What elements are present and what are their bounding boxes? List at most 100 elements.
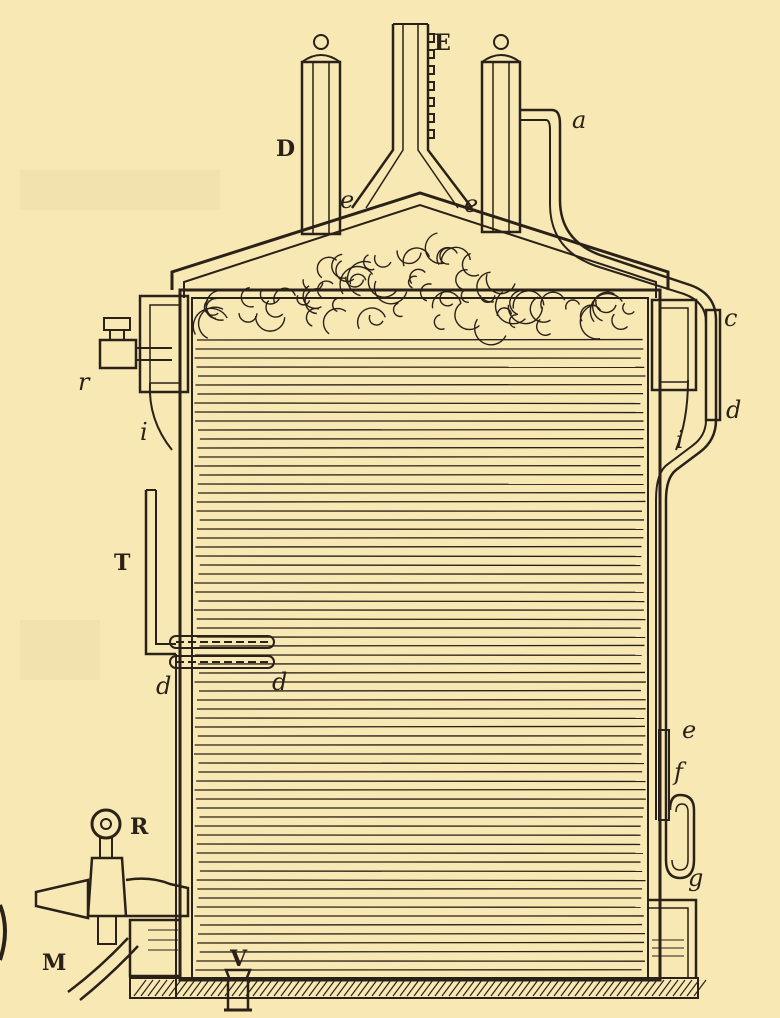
label-R: R bbox=[130, 814, 149, 840]
hatch-line bbox=[378, 979, 392, 997]
hatch-line bbox=[196, 979, 210, 997]
hatch-line bbox=[483, 979, 497, 997]
hatch-line bbox=[609, 979, 623, 997]
hatch-line bbox=[511, 979, 525, 997]
foam-curl bbox=[433, 314, 445, 330]
label-V: V bbox=[229, 946, 248, 972]
hatch-line bbox=[567, 979, 581, 997]
hatch-line bbox=[210, 979, 224, 997]
vessel-roof bbox=[170, 191, 670, 298]
thermometer-t bbox=[144, 489, 275, 998]
hatch-line bbox=[630, 979, 644, 997]
foam-curl bbox=[238, 313, 258, 323]
foam-curl bbox=[339, 265, 374, 295]
foam-curl bbox=[368, 314, 384, 326]
hatch-line bbox=[203, 979, 217, 997]
hatch-line bbox=[280, 979, 294, 997]
foam-curl bbox=[322, 307, 347, 335]
foam-curl bbox=[512, 290, 545, 309]
foam-curl bbox=[476, 271, 494, 303]
foam-curl bbox=[304, 288, 319, 315]
funnel-notch bbox=[428, 49, 435, 59]
hatch-line bbox=[252, 979, 266, 997]
hatch-line bbox=[413, 979, 427, 997]
label-g: g bbox=[688, 864, 703, 892]
hatch-line bbox=[448, 979, 462, 997]
funnel-notch bbox=[428, 129, 435, 139]
hatch-line bbox=[462, 979, 476, 997]
label-i-left: i bbox=[140, 418, 148, 446]
hatch-line bbox=[665, 979, 679, 997]
hatch-line bbox=[343, 979, 357, 997]
foam-curl bbox=[346, 260, 372, 297]
liquid-line bbox=[196, 500, 646, 503]
label-e-right: e bbox=[464, 190, 478, 218]
funnel-notch bbox=[428, 81, 435, 91]
liquid-line bbox=[196, 879, 646, 882]
hatch-line bbox=[189, 979, 203, 997]
foam-curl bbox=[436, 246, 458, 266]
label-d-right: d bbox=[726, 396, 741, 424]
hatch-line bbox=[469, 979, 483, 997]
liquid-line bbox=[199, 950, 643, 953]
foam-curl bbox=[540, 291, 566, 309]
foam-curl bbox=[611, 313, 629, 331]
edge-fragment bbox=[0, 904, 7, 961]
foam-curl bbox=[259, 290, 281, 305]
foam-curl bbox=[316, 256, 338, 279]
hatch-line bbox=[287, 979, 301, 997]
base-plate bbox=[129, 977, 707, 999]
hatch-line bbox=[308, 979, 322, 997]
label-c: c bbox=[724, 304, 737, 332]
foam-curl bbox=[254, 315, 286, 332]
liquid-line bbox=[198, 600, 645, 603]
hatch-line bbox=[637, 979, 651, 997]
hatch-line bbox=[693, 979, 707, 997]
hatch-line bbox=[273, 979, 287, 997]
foam-curl bbox=[508, 314, 517, 329]
hatch-line bbox=[504, 979, 518, 997]
hatch-line bbox=[175, 979, 189, 997]
hatch-line bbox=[336, 979, 350, 997]
hatch-line bbox=[546, 979, 560, 997]
foam-curl bbox=[205, 297, 217, 320]
hatch-line bbox=[357, 979, 371, 997]
hatch-line bbox=[581, 979, 595, 997]
funnel-e bbox=[350, 23, 473, 209]
foam-curl bbox=[192, 307, 228, 335]
hatch-line bbox=[644, 979, 658, 997]
hatch-line bbox=[231, 979, 245, 997]
foam-curl bbox=[409, 268, 426, 285]
hatch-line bbox=[147, 979, 161, 997]
hatch-line bbox=[497, 979, 511, 997]
pipe-a bbox=[520, 108, 718, 420]
foam-curl bbox=[565, 299, 581, 310]
foam-curl bbox=[595, 299, 617, 314]
label-e-lower: e bbox=[682, 716, 696, 744]
foam-clouds bbox=[192, 232, 635, 346]
foam-curl bbox=[305, 307, 320, 327]
hatch-line bbox=[266, 979, 280, 997]
paper-texture bbox=[20, 170, 220, 680]
label-d-lower-left: d bbox=[156, 672, 171, 700]
foam-curl bbox=[396, 250, 422, 265]
label-M: M bbox=[42, 950, 66, 976]
foam-curl bbox=[529, 296, 551, 323]
hatch-line bbox=[616, 979, 630, 997]
liquid-line bbox=[194, 402, 641, 405]
collector-g bbox=[648, 898, 698, 978]
label-E: E bbox=[434, 30, 451, 56]
foam-curl bbox=[424, 232, 445, 265]
hatch-line bbox=[434, 979, 448, 997]
foam-curl bbox=[296, 294, 311, 306]
foam-curl bbox=[507, 304, 544, 325]
liquid-line bbox=[198, 762, 644, 765]
foam-curl bbox=[473, 318, 507, 346]
hatch-line bbox=[518, 979, 532, 997]
hatch-line bbox=[686, 979, 700, 997]
liquid-line bbox=[197, 941, 645, 944]
hatch-line bbox=[161, 979, 175, 997]
hatch-line bbox=[679, 979, 693, 997]
